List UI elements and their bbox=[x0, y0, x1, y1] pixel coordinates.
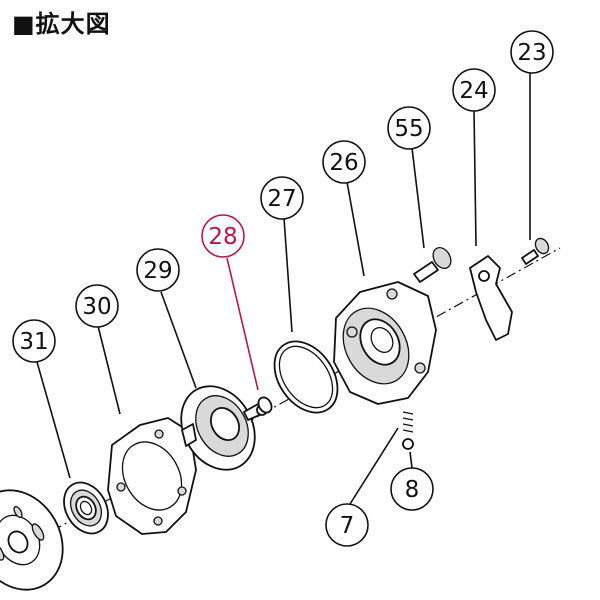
callout-55-label: 55 bbox=[394, 116, 423, 142]
callout-29-label: 29 bbox=[143, 258, 172, 284]
leader-24 bbox=[473, 109, 477, 247]
callout-7: 7 bbox=[325, 503, 369, 547]
leader-8 bbox=[409, 451, 413, 469]
leader-30 bbox=[97, 325, 121, 415]
callout-7-label: 7 bbox=[340, 513, 355, 539]
callout-8-label: 8 bbox=[405, 477, 420, 503]
callout-24: 24 bbox=[452, 68, 496, 112]
callout-23: 23 bbox=[510, 30, 554, 74]
callout-29: 29 bbox=[136, 248, 180, 292]
diagram-title: ■拡大図 bbox=[12, 10, 111, 38]
leader-27 bbox=[283, 217, 293, 333]
leader-28 bbox=[226, 257, 259, 391]
part-55-screw[interactable] bbox=[413, 244, 454, 283]
part-23-small-screw[interactable] bbox=[521, 236, 551, 265]
callout-8: 8 bbox=[390, 467, 434, 511]
part-27-large-o-ring[interactable] bbox=[262, 330, 351, 425]
part-29-gasket-plate[interactable] bbox=[107, 417, 197, 535]
callout-28-label: 28 bbox=[208, 224, 237, 250]
callout-26-label: 26 bbox=[329, 150, 358, 176]
callout-28: 28 bbox=[201, 214, 245, 258]
part-28-small-o-ring[interactable] bbox=[256, 395, 274, 415]
leader-7 bbox=[349, 427, 399, 505]
callout-27: 27 bbox=[260, 176, 304, 220]
leader-31 bbox=[36, 361, 71, 479]
leader-29 bbox=[160, 291, 197, 389]
callout-31-label: 31 bbox=[19, 329, 48, 355]
leader-lines bbox=[36, 72, 531, 505]
part-29-stator-disk[interactable] bbox=[167, 373, 270, 483]
callout-30-label: 30 bbox=[82, 294, 111, 320]
part-26-housing[interactable] bbox=[330, 281, 437, 405]
part-30-bearing[interactable] bbox=[55, 475, 117, 542]
part-24-lever[interactable] bbox=[469, 255, 513, 341]
part-31-end-flange[interactable] bbox=[0, 474, 80, 600]
callout-23-label: 23 bbox=[517, 40, 546, 66]
leader-55 bbox=[411, 147, 425, 249]
callout-31: 31 bbox=[12, 319, 56, 363]
callout-27-label: 27 bbox=[267, 186, 296, 212]
part-8-small-ring[interactable] bbox=[402, 438, 414, 450]
leader-26 bbox=[346, 181, 365, 277]
callout-26: 26 bbox=[322, 140, 366, 184]
callout-55: 55 bbox=[387, 106, 431, 150]
part-7-spring[interactable] bbox=[402, 411, 414, 433]
callout-24-label: 24 bbox=[459, 78, 488, 104]
callout-30: 30 bbox=[75, 284, 119, 328]
